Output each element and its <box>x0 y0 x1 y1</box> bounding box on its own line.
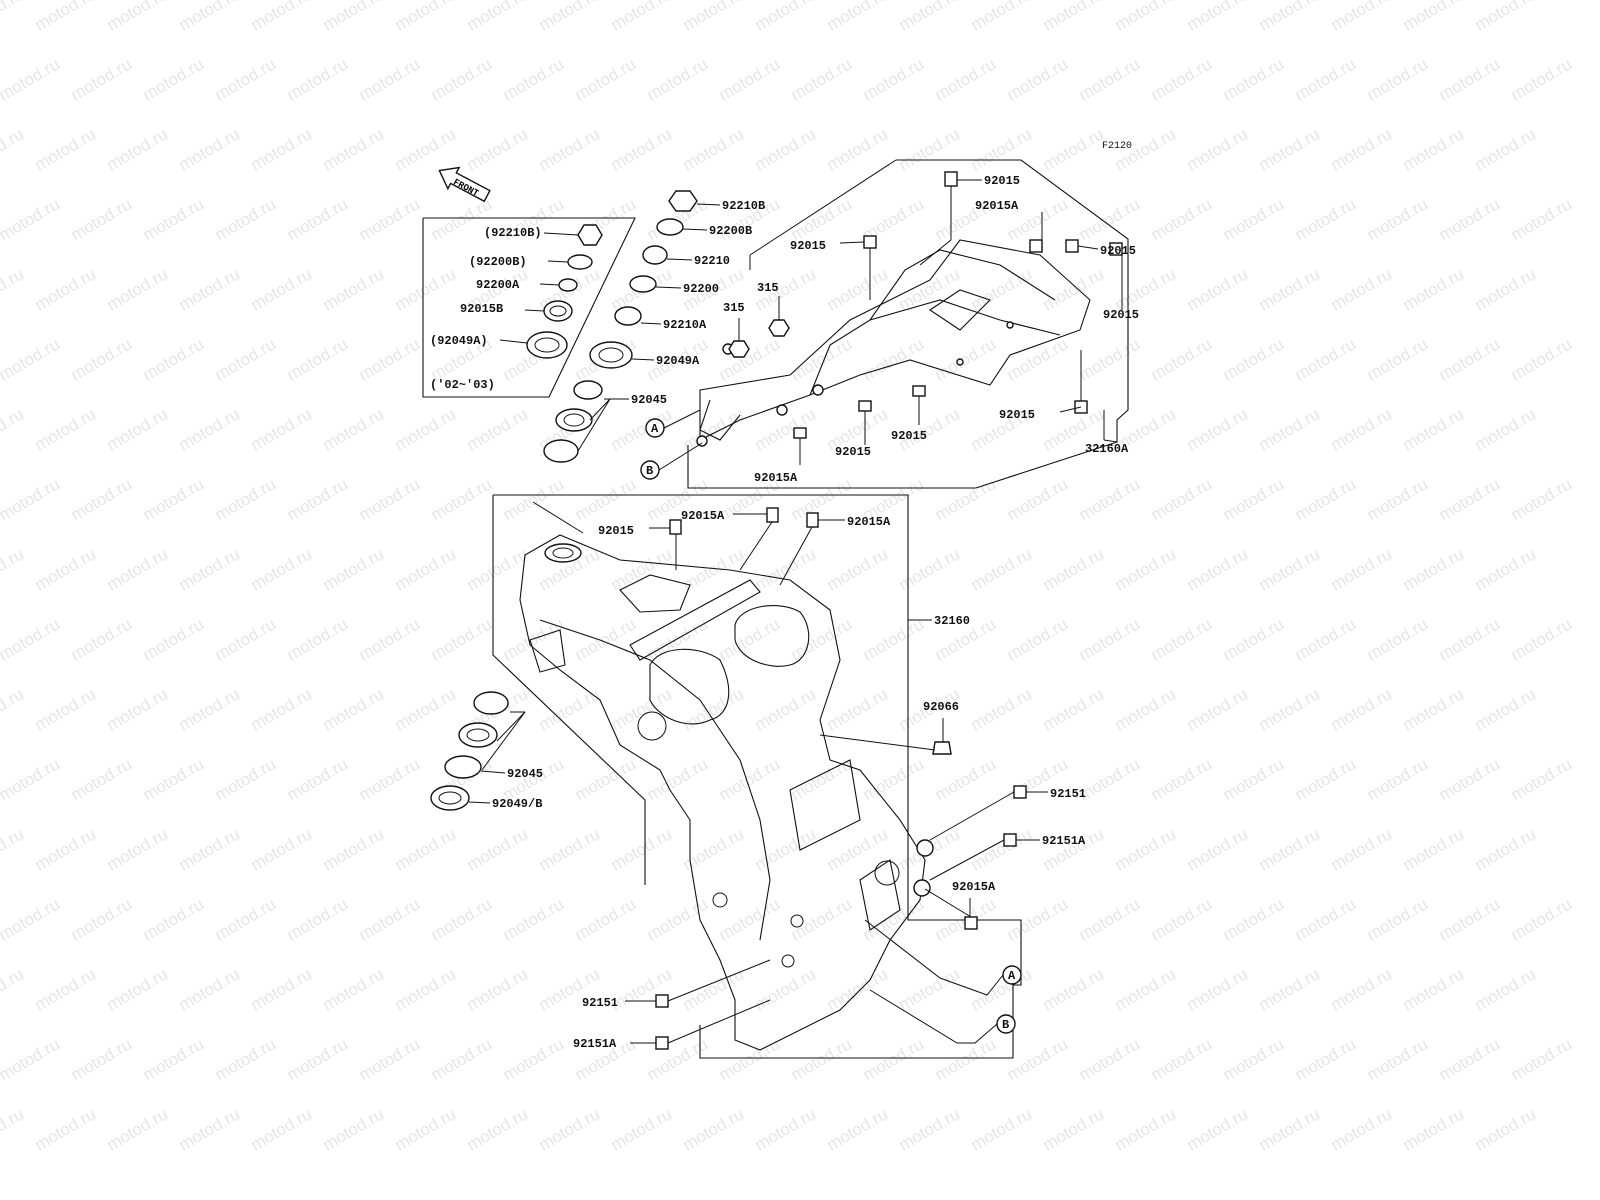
front-arrow-icon: FRONT <box>438 166 491 203</box>
callout-bolt-92151-left: 92151 <box>582 996 618 1010</box>
main-frame-group: 92015A 92015 92015A 32160 92066 92045 92… <box>430 494 1086 1059</box>
inset-label-92015b: 92015B <box>460 302 503 316</box>
callout-92200: 92200 <box>683 282 719 296</box>
bearing-race-icon <box>573 380 603 400</box>
bolt-icon <box>944 171 958 187</box>
bolt-icon <box>1065 239 1079 253</box>
callout-frame-92015a-right: 92015A <box>847 515 891 529</box>
callout-frame-32160: 32160 <box>934 614 970 628</box>
bolt-icon <box>858 400 872 412</box>
bolt-icon <box>964 916 978 930</box>
callout-frame-92015: 92015 <box>598 524 634 538</box>
bolt-icon <box>1013 785 1027 799</box>
bolt-icon <box>912 385 926 397</box>
bolt-icon <box>793 427 807 439</box>
callout-92045-bottom: 92045 <box>507 767 543 781</box>
inset-label-92210b: (92210B) <box>484 226 542 240</box>
callout-92049b: 92049/B <box>492 797 542 811</box>
bolt-icon <box>1029 239 1043 253</box>
callout-92210: 92210 <box>694 254 730 268</box>
callout-bolt-92151a-right: 92151A <box>1042 834 1086 848</box>
nut-92210-icon <box>642 245 668 265</box>
bolt-icon <box>655 994 669 1008</box>
callout-92045-top: 92045 <box>631 393 667 407</box>
callout-92049a: 92049A <box>656 354 700 368</box>
inset-box: (92210B) (92200B) 92200A 92015B (92049A)… <box>422 217 636 398</box>
subframe-group: 92015 92015A 92015 92015 92015 92015 920… <box>640 159 1139 489</box>
callout-subframe-92015-right-c: 92015 <box>999 408 1035 422</box>
callout-nut-315-b: 315 <box>723 301 745 315</box>
callout-frame-92066: 92066 <box>923 700 959 714</box>
bolt-icon <box>655 1036 669 1050</box>
bearing-icon <box>458 722 498 748</box>
callout-subframe-92015-right-a: 92015 <box>1100 244 1136 258</box>
bearing-race-lower-icon <box>444 755 482 779</box>
nut-315-icon <box>768 319 790 337</box>
bolt-icon <box>669 519 682 535</box>
callout-92210b: 92210B <box>722 199 765 213</box>
callout-bolt-92151a-left: 92151A <box>573 1037 617 1051</box>
callout-92210a: 92210A <box>663 318 707 332</box>
callout-subframe-92015a-top: 92015A <box>975 199 1019 213</box>
callout-subframe-92015-right-b: 92015 <box>1103 308 1139 322</box>
inset-label-92200b: (92200B) <box>469 255 527 269</box>
inset-years: ('02~'03) <box>430 378 495 392</box>
ref-marker-b-lower-label: B <box>1002 1018 1009 1032</box>
callout-subframe-92015-bottom-a: 92015 <box>835 445 871 459</box>
callout-frame-92015a-top: 92015A <box>681 509 725 523</box>
callout-nut-315-a: 315 <box>757 281 779 295</box>
seal-92049b-icon <box>430 785 470 811</box>
callout-subframe-92015-top: 92015 <box>984 174 1020 188</box>
bolt-icon <box>1003 833 1017 847</box>
callout-subframe-92015-left: 92015 <box>790 239 826 253</box>
steering-parts: 92210B 92200B 92210 92200 92210A 92049A <box>532 190 765 534</box>
callout-bolt-92151-right: 92151 <box>1050 787 1086 801</box>
bolt-icon <box>766 507 779 523</box>
bolt-icon <box>863 235 877 249</box>
callout-subframe-32160a: 32160A <box>1085 442 1129 456</box>
callout-92200b: 92200B <box>709 224 752 238</box>
washer-92200-icon <box>629 275 657 293</box>
ref-marker-b-upper-label: B <box>646 464 653 478</box>
callout-bolt-92015a-right: 92015A <box>952 880 996 894</box>
diagram-code: F2120 <box>1102 141 1132 152</box>
callout-subframe-92015-bottom-b: 92015 <box>891 429 927 443</box>
bearing-race-icon <box>473 691 509 715</box>
seal-92049a-icon <box>589 341 633 369</box>
inset-label-92049a: (92049A) <box>430 334 488 348</box>
nut-315-icon <box>728 340 750 358</box>
washer-92200b-icon <box>656 218 684 236</box>
inset-nut-icon <box>577 224 603 246</box>
bolt-icon <box>806 512 819 528</box>
bearing-race-lower-icon <box>543 439 579 463</box>
nut-92210b-icon <box>668 190 698 212</box>
nut-92210a-icon <box>614 306 642 326</box>
ref-marker-a-upper-label: A <box>651 422 659 436</box>
bearing-icon <box>555 408 593 432</box>
callout-subframe-92015a-bottom: 92015A <box>754 471 798 485</box>
inset-label-92200a: 92200A <box>476 278 520 292</box>
ref-marker-a-lower-label: A <box>1008 969 1016 983</box>
inset-washer-icon <box>567 254 593 270</box>
plug-92066-icon <box>932 741 952 755</box>
